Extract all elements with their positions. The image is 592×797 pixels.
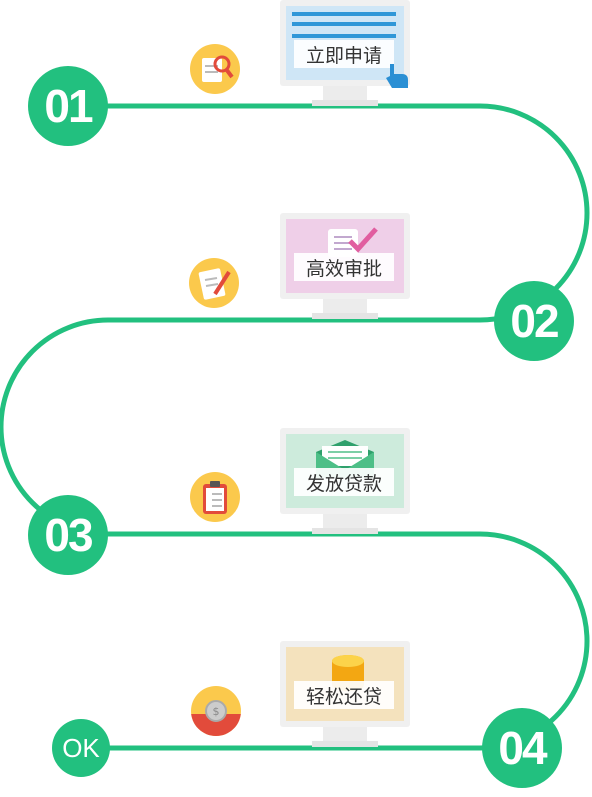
edit-document-icon	[189, 258, 239, 308]
clipboard-checklist-icon	[190, 472, 240, 522]
checklist-icon	[328, 227, 378, 257]
step-1-monitor: 立即申请	[280, 0, 410, 106]
end-ok-badge: OK	[52, 719, 110, 777]
step-4-label: 轻松还贷	[294, 681, 394, 709]
coin-icon: $	[191, 686, 241, 736]
step-2-number: 02	[494, 281, 574, 361]
svg-text:$: $	[213, 705, 220, 718]
step-3-number: 03	[28, 495, 108, 575]
step-1-label: 立即申请	[294, 40, 394, 68]
pointer-hand-icon	[386, 64, 408, 88]
step-4-number: 04	[482, 708, 562, 788]
step-3-monitor: 发放贷款	[280, 428, 410, 534]
search-document-icon	[190, 44, 240, 94]
step-3-label: 发放贷款	[294, 468, 394, 496]
step-2-monitor: 高效审批	[280, 213, 410, 319]
step-1-number: 01	[28, 66, 108, 146]
step-4-monitor: 轻松还贷	[280, 641, 410, 747]
step-2-label: 高效审批	[294, 253, 394, 281]
